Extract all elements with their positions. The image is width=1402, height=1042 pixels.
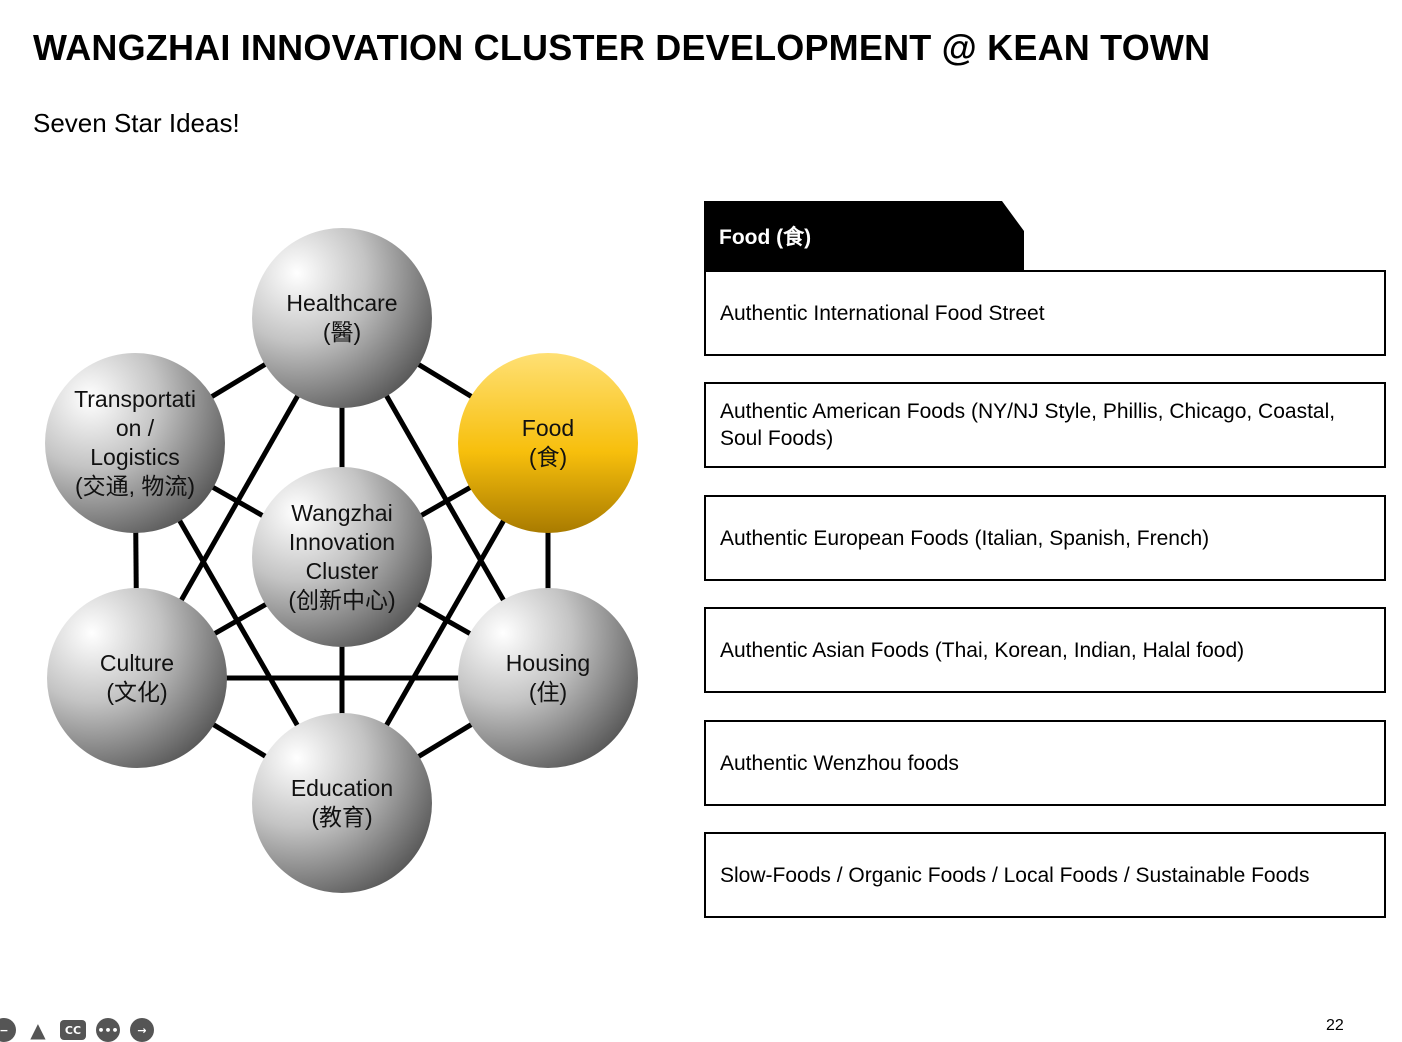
center-label: Wangzhai Innovation Cluster (创新中心) xyxy=(288,500,396,613)
education-label: Education (教育) xyxy=(290,775,394,830)
transportation-label: Transportati on / Logistics (交通, 物流) xyxy=(74,386,196,499)
captions-icon[interactable]: CC xyxy=(60,1020,86,1040)
slide-title: WANGZHAI INNOVATION CLUSTER DEVELOPMENT … xyxy=(33,27,1211,68)
pointer-icon[interactable]: ▲ xyxy=(30,1018,46,1042)
food-item: Authentic International Food Street xyxy=(704,270,1386,356)
food-item: Authentic Asian Foods (Thai, Korean, Ind… xyxy=(704,607,1386,693)
healthcare-label: Healthcare (醫) xyxy=(286,290,398,345)
housing-node xyxy=(458,588,638,768)
healthcare-node xyxy=(252,228,432,408)
slide-subtitle: Seven Star Ideas! xyxy=(33,108,240,138)
more-icon[interactable]: ••• xyxy=(96,1018,120,1042)
food-item: Authentic American Foods (NY/NJ Style, P… xyxy=(704,382,1386,468)
food-item: Slow-Foods / Organic Foods / Local Foods… xyxy=(704,832,1386,918)
minus-circle-icon[interactable]: − xyxy=(0,1018,16,1042)
food-label: Food (食) xyxy=(521,415,575,470)
center-node xyxy=(252,467,432,647)
food-item: Authentic Wenzhou foods xyxy=(704,720,1386,806)
food-panel-header: Food (食) xyxy=(704,201,1024,271)
culture-node xyxy=(47,588,227,768)
education-node xyxy=(252,713,432,893)
next-arrow-icon[interactable]: → xyxy=(130,1018,154,1042)
innovation-cluster-diagram xyxy=(45,228,638,893)
page-number: 22 xyxy=(1326,1017,1344,1034)
transportation-node xyxy=(45,353,225,533)
housing-label: Housing (住) xyxy=(505,650,591,705)
food-node xyxy=(458,353,638,533)
food-item: Authentic European Foods (Italian, Spani… xyxy=(704,495,1386,581)
culture-label: Culture (文化) xyxy=(99,650,175,705)
presentation-toolbar: − ▲ CC ••• → xyxy=(0,1018,154,1042)
